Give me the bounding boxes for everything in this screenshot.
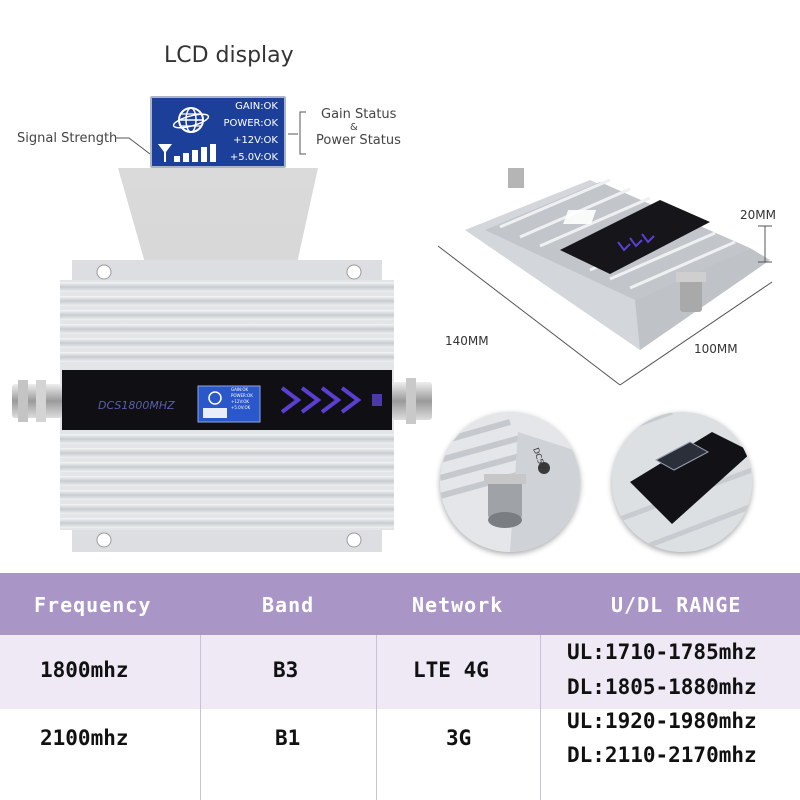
mini-lcd-line: +5.0V:OK	[231, 405, 251, 410]
spec-table: Frequency Band Network U/DL RANGE 1800mh…	[0, 573, 800, 800]
cell-band: B1	[275, 726, 301, 750]
table-row: 1800mhz B3 LTE 4G UL:1710-1785mhz DL:180…	[0, 635, 800, 709]
table-header: Frequency Band Network U/DL RANGE	[0, 573, 800, 635]
repeater-front-illustration	[12, 260, 432, 552]
heat-fins	[60, 282, 394, 528]
cell-uplink: UL:1920-1980mhz	[567, 709, 757, 733]
column-divider	[200, 635, 201, 800]
cell-uplink: UL:1710-1785mhz	[567, 640, 757, 664]
column-divider	[376, 635, 377, 800]
cell-frequency: 1800mhz	[40, 658, 129, 682]
cell-frequency: 2100mhz	[40, 726, 129, 750]
connector-detail-view: DC5V	[440, 412, 580, 552]
dimension-width: 100MM	[694, 342, 738, 356]
repeater-isometric-view	[440, 150, 790, 390]
lcd-power-status: POWER:OK	[223, 118, 278, 129]
device-mini-lcd-text: GAIN:OK POWER:OK +12V:OK +5.0V:OK	[231, 387, 253, 411]
lcd-detail-view	[612, 412, 752, 552]
header-frequency: Frequency	[34, 593, 152, 617]
lcd-12v-status: +12V:OK	[233, 135, 278, 146]
header-network: Network	[412, 593, 504, 617]
power-status-label: Power Status	[316, 133, 401, 148]
signal-strength-icon	[158, 144, 216, 162]
lcd-5v-status: +5.0V:OK	[229, 152, 278, 163]
table-row: 2100mhz B1 3G UL:1920-1980mhz DL:2110-21…	[0, 709, 800, 800]
repeater-front-view: DCS1800MHZ GAIN:OK POWER:OK +12V:OK +5.0…	[12, 258, 432, 558]
cell-downlink: DL:1805-1880mhz	[567, 675, 757, 699]
cell-downlink: DL:2110-2170mhz	[567, 743, 757, 767]
status-bracket	[288, 111, 306, 155]
ampersand-label: &	[350, 122, 358, 133]
mini-lcd-line: GAIN:OK	[231, 387, 249, 392]
gain-status-label: Gain Status	[321, 107, 397, 122]
dimension-length: 140MM	[445, 334, 489, 348]
header-range: U/DL RANGE	[611, 593, 742, 617]
column-divider	[540, 635, 541, 800]
cell-network: 3G	[446, 726, 472, 750]
lcd-display-panel: GAIN:OK POWER:OK +12V:OK +5.0V:OK	[150, 96, 286, 168]
mini-lcd-line: POWER:OK	[231, 393, 253, 398]
device-band-label: DCS1800MHZ	[98, 399, 175, 412]
cell-band: B3	[273, 658, 299, 682]
signal-callout-line	[115, 137, 151, 155]
header-band: Band	[262, 593, 315, 617]
signal-strength-label: Signal Strength	[17, 131, 118, 146]
mini-lcd-line: +12V:OK	[231, 399, 249, 404]
dimension-height: 20MM	[740, 208, 776, 222]
cell-network: LTE 4G	[413, 658, 489, 682]
dimension-lines	[437, 225, 773, 386]
lcd-display-title: LCD display	[164, 43, 294, 68]
lcd-gain-status: GAIN:OK	[235, 101, 278, 112]
globe-icon	[172, 107, 210, 133]
